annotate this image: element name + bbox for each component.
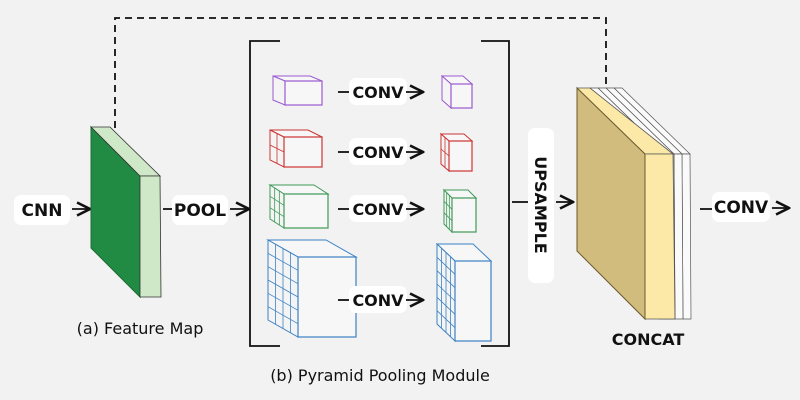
skip-connection-line xyxy=(114,17,619,128)
conv-label: CONV xyxy=(352,83,404,102)
upsample-label: UPSAMPLE xyxy=(531,156,550,253)
conv-label-bg xyxy=(349,138,407,165)
output-conv-label: CONV xyxy=(714,198,769,218)
pooled-cube-level-4-grid-h xyxy=(267,306,299,325)
bracket-left xyxy=(249,40,280,347)
cnn-label-bg xyxy=(14,195,70,225)
conv-cube-level-3 xyxy=(442,188,478,234)
pooled-cube-level-1-side xyxy=(272,75,286,106)
conv-cube-level-1-front xyxy=(450,83,473,109)
pooled-cube-level-4-grid-h xyxy=(267,279,299,298)
pooled-cube-level-3-grid-h xyxy=(269,195,285,206)
pooled-cube-level-2-grid-h xyxy=(269,144,285,153)
pooled-cube-level-4 xyxy=(266,239,358,338)
feature-map-side xyxy=(139,175,162,298)
concat-layer-side xyxy=(673,153,684,320)
concat-layer-side xyxy=(681,153,692,320)
conv-cube-level-4-grid-h xyxy=(436,270,456,288)
conv-cube-level-1 xyxy=(440,74,474,110)
pooled-cube-level-3-grid-h xyxy=(269,207,285,218)
pyramid-row-level-4: CONV xyxy=(266,239,493,343)
pool-label-bg xyxy=(172,195,228,225)
conv-cube-level-3-side xyxy=(443,188,453,234)
pyramid-levels: CONV CONV CONV CONV xyxy=(266,74,493,343)
conv-cube-level-3-grid-h xyxy=(443,201,453,210)
pyramid-row-level-3: CONV xyxy=(268,184,478,234)
feature-map-slab xyxy=(90,125,162,299)
conv-cube-level-2-grid-h xyxy=(440,148,450,157)
conv-label: CONV xyxy=(352,143,404,162)
pooled-cube-level-4-front xyxy=(297,256,357,338)
conv-label: CONV xyxy=(352,200,404,219)
conv-cube-level-4-grid-h xyxy=(436,283,456,302)
conv-cube-level-4 xyxy=(435,242,493,343)
concat-block xyxy=(576,86,692,321)
concat-front xyxy=(576,86,646,321)
pooled-cube-level-3 xyxy=(268,184,330,229)
conv-cube-level-4-grid-h xyxy=(436,297,456,315)
conv-cube-level-4-grid-h xyxy=(436,257,456,275)
pooled-cube-level-2-front xyxy=(283,136,323,168)
concat-label: CONCAT xyxy=(612,330,685,349)
cnn-label: CNN xyxy=(22,201,63,221)
caption-pyramid: (b) Pyramid Pooling Module xyxy=(270,366,490,385)
bracket-right xyxy=(481,40,510,347)
pyramid-row-level-2: CONV xyxy=(269,129,474,173)
pooled-cube-level-2 xyxy=(269,129,323,168)
concat-side xyxy=(644,153,676,320)
conv-label-bg xyxy=(349,195,407,222)
pooled-cube-level-3-front xyxy=(283,193,329,229)
conv-label-bg xyxy=(349,286,407,313)
pyramid-row-level-1: CONV xyxy=(272,74,474,110)
pooled-cube-level-4-grid-h xyxy=(267,252,299,271)
conv-cube-level-4-grid-h xyxy=(436,310,456,328)
pool-label: POOL xyxy=(174,201,226,221)
pooled-cube-level-1 xyxy=(272,75,323,106)
caption-feature-map: (a) Feature Map xyxy=(77,319,204,338)
conv-cube-level-2-front xyxy=(448,140,473,172)
pooled-cube-level-4-grid-h xyxy=(267,266,299,285)
conv-label-bg xyxy=(349,78,407,105)
upsample-label-bg xyxy=(528,128,554,283)
conv-cube-level-2 xyxy=(439,132,474,173)
conv-cube-level-3-front xyxy=(451,197,477,233)
conv-label: CONV xyxy=(352,291,404,310)
pooled-cube-level-4-grid-h xyxy=(267,292,299,311)
conv-cube-level-3-grid-h xyxy=(443,212,453,221)
pooled-cube-level-1-front xyxy=(284,80,323,106)
conv-cube-level-4-front xyxy=(454,260,492,342)
output-label-bg xyxy=(712,192,770,222)
